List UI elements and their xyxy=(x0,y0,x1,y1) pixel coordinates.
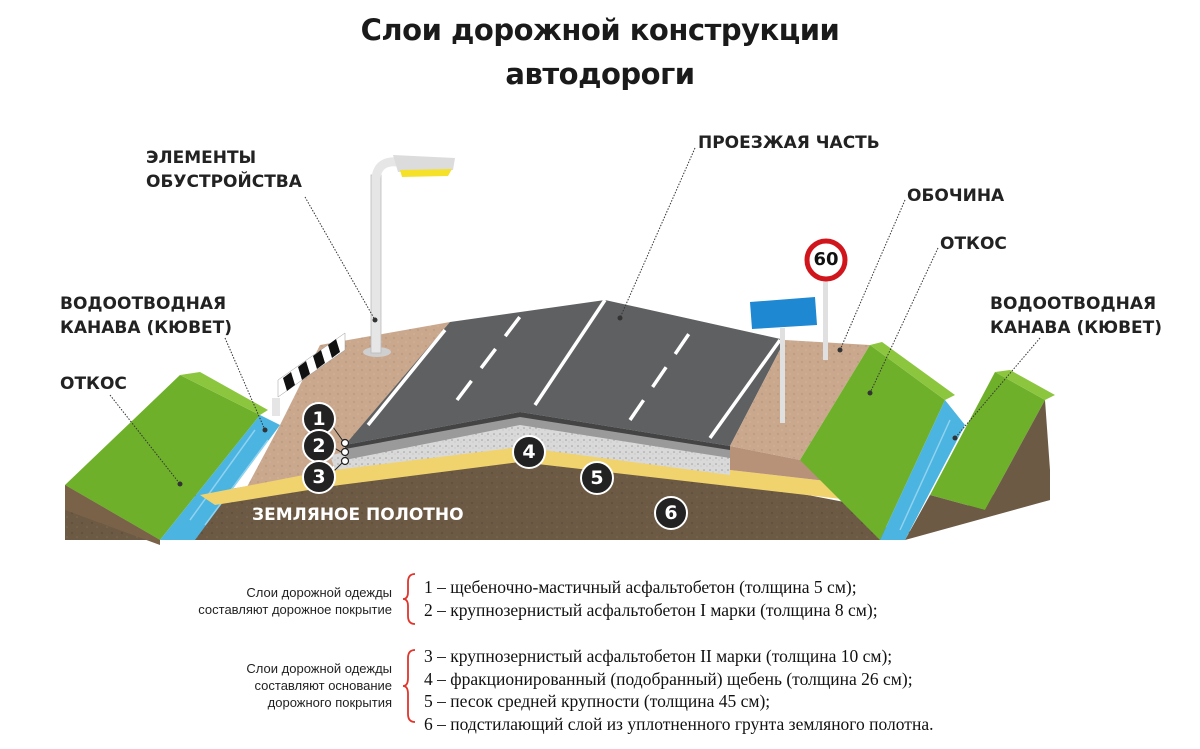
legend-item-3: 3 – крупнозернистый асфальтобетон II мар… xyxy=(424,646,893,666)
label-ditch-left-line2: КАНАВА (КЮВЕТ) xyxy=(60,318,233,338)
carriageway-surface xyxy=(345,300,785,446)
legend-group1-label-line1: Слои дорожной одежды xyxy=(246,585,392,600)
title-line-2: автодороги xyxy=(505,57,695,91)
legend-group1-brace xyxy=(402,573,416,625)
label-ditch-right: ВОДООТВОДНАЯ КАНАВА (КЮВЕТ) xyxy=(990,292,1162,340)
legend-group2-items: 3 – крупнозернистый асфальтобетон II мар… xyxy=(424,645,933,735)
legend-item-4: 4 – фракционированный (подобранный) щебе… xyxy=(424,668,913,689)
legend-group2-label-line3: дорожного покрытия xyxy=(267,695,392,710)
legend-item-5: 5 – песок средней крупности (толщина 45 … xyxy=(424,691,771,711)
legend-group1-label-line2: составляют дорожное покрытие xyxy=(198,602,392,617)
legend-item-2: 2 – крупнозернистый асфальтобетон I марк… xyxy=(424,599,878,620)
label-elements-line1: ЭЛЕМЕНТЫ xyxy=(146,148,257,168)
right-outer-slope xyxy=(930,372,1045,510)
legend-group2-label-line1: Слои дорожной одежды xyxy=(246,661,392,676)
legend-group1-items: 1 – щебеночно-мастичный асфальтобетон (т… xyxy=(424,576,878,621)
road-cross-section-illustration xyxy=(65,147,1055,545)
left-outer-slope-top xyxy=(180,372,268,415)
legend-item-6: 6 – подстилающий слой из уплотненного гр… xyxy=(424,713,934,734)
label-ditch-left-line1: ВОДООТВОДНАЯ xyxy=(60,294,227,314)
marker-3: 3 xyxy=(302,460,336,494)
right-inner-slope xyxy=(800,345,945,540)
legend-group1-label: Слои дорожной одежды составляют дорожное… xyxy=(160,584,392,618)
legend-group2-label: Слои дорожной одежды составляют основани… xyxy=(160,660,392,711)
legend-group2-brace xyxy=(402,649,416,723)
label-shoulder: ОБОЧИНА xyxy=(907,186,1005,206)
label-slope-right: ОТКОС xyxy=(940,234,1007,254)
page-title: Слои дорожной конструкции автодороги xyxy=(0,8,1200,96)
label-ditch-left: ВОДООТВОДНАЯ КАНАВА (КЮВЕТ) xyxy=(60,292,232,340)
marker-2: 2 xyxy=(302,429,336,463)
legend-item-1: 1 – щебеночно-мастичный асфальтобетон (т… xyxy=(424,577,857,597)
marker-5: 5 xyxy=(580,461,614,495)
label-ditch-right-line1: ВОДООТВОДНАЯ xyxy=(990,294,1157,314)
right-shoulder xyxy=(730,340,870,460)
title-line-1: Слои дорожной конструкции xyxy=(360,13,840,47)
label-carriageway: ПРОЕЗЖАЯ ЧАСТЬ xyxy=(698,133,880,153)
subgrade-body xyxy=(190,440,900,540)
label-elements: ЭЛЕМЕНТЫ ОБУСТРОЙСТВА xyxy=(146,146,302,194)
label-subgrade: ЗЕМЛЯНОЕ ПОЛОТНО xyxy=(252,505,464,525)
speed-limit-sign xyxy=(804,238,848,360)
speed-limit-value: 60 xyxy=(813,249,839,270)
marker-4: 4 xyxy=(512,435,546,469)
road-barrier xyxy=(272,332,346,416)
left-shoulder xyxy=(240,322,450,500)
left-outer-slope-side xyxy=(65,485,160,545)
street-lamp xyxy=(363,155,455,357)
legend-group2-label-line2: составляют основание xyxy=(254,678,392,693)
label-slope-left: ОТКОС xyxy=(60,374,127,394)
label-elements-line2: ОБУСТРОЙСТВА xyxy=(146,172,302,192)
marker-6: 6 xyxy=(654,496,688,530)
left-outer-slope xyxy=(65,375,260,540)
label-ditch-right-line2: КАНАВА (КЮВЕТ) xyxy=(990,318,1163,338)
road-info-sign xyxy=(750,297,817,423)
